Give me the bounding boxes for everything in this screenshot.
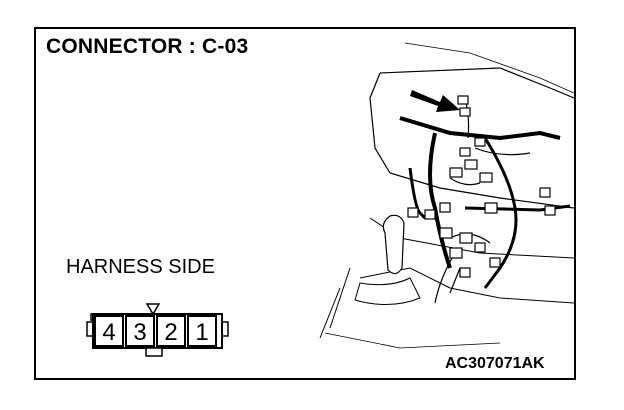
figure-code: AC307071AK	[445, 355, 545, 372]
pin-cell-3	[125, 315, 155, 347]
console-lower-edge	[324, 332, 501, 349]
pin-cell-4	[94, 315, 124, 347]
pin-number-1: 1	[195, 319, 208, 346]
connector-face: 4 3 2 1	[86, 303, 229, 357]
pin-number-4: 4	[102, 319, 115, 346]
harness-illustration	[319, 42, 574, 349]
dash-upper-edge	[404, 42, 574, 94]
pin-cell-1	[187, 315, 217, 347]
pin-number-3: 3	[133, 319, 146, 346]
shift-lever	[382, 214, 405, 275]
console-outline	[319, 217, 574, 339]
harness-bundle-top	[399, 116, 561, 141]
harness-bundle-main	[428, 132, 452, 269]
bottom-key	[145, 347, 163, 357]
arrow-pointer-icon	[410, 90, 460, 112]
connector-title: CONNECTOR : C-03	[46, 35, 249, 58]
pin-number-2: 2	[164, 319, 177, 346]
harness-side-label: HARNESS SIDE	[66, 256, 215, 278]
connector-blocks	[407, 95, 556, 278]
pin-cell-2	[156, 315, 186, 347]
shift-base	[354, 277, 421, 306]
triangle-marker-icon	[145, 303, 161, 316]
dash-panel-outline	[369, 67, 574, 209]
harness-bundle-left	[408, 167, 427, 220]
